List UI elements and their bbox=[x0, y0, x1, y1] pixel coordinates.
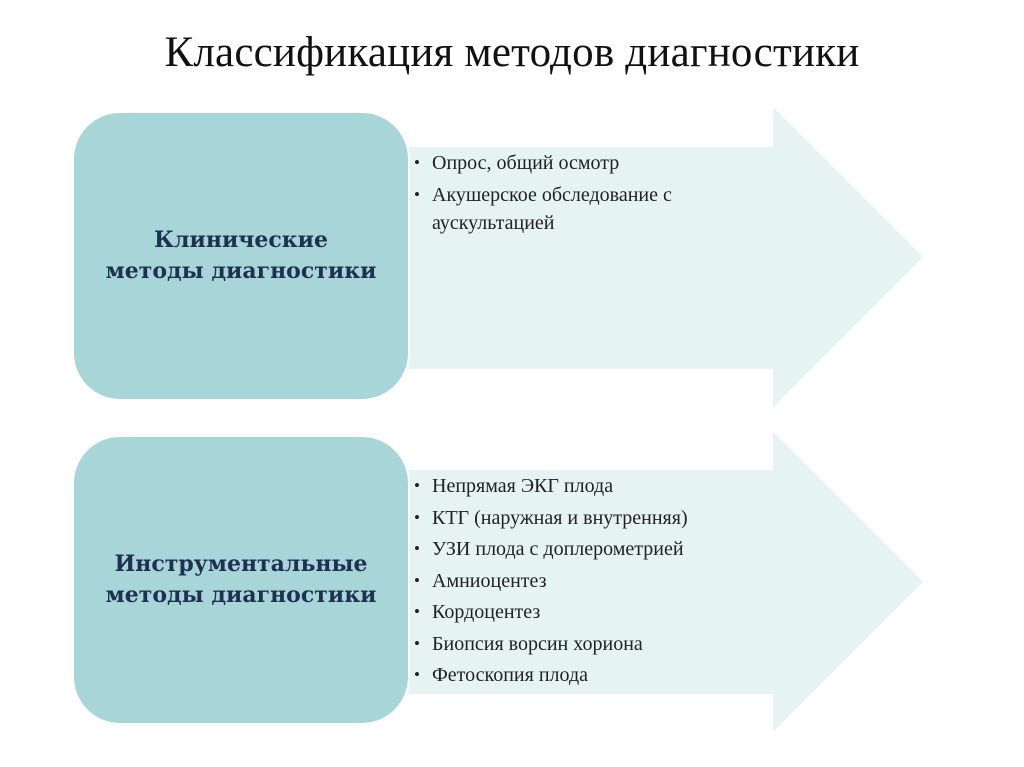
category-box: Инструментальные методы диагностики bbox=[72, 435, 410, 725]
group-instrumental: Инструментальные методы диагностики Непр… bbox=[0, 432, 1024, 732]
slide-title: Классификация методов диагностики bbox=[164, 29, 860, 76]
category-label: Инструментальные методы диагностики bbox=[105, 551, 377, 608]
group-clinical: Клинические методы диагностики Опрос, об… bbox=[0, 107, 1024, 407]
list-item: УЗИ плода с доплерометрией bbox=[410, 535, 780, 563]
list-item: Кордоцентез bbox=[410, 598, 780, 626]
category-box: Клинические методы диагностики bbox=[72, 111, 410, 401]
item-list: Непрямая ЭКГ плода КТГ (наружная и внутр… bbox=[410, 472, 780, 693]
list-item: КТГ (наружная и внутренняя) bbox=[410, 504, 780, 532]
list-item: Фетоскопия плода bbox=[410, 661, 780, 689]
list-item: Опрос, общий осмотр bbox=[410, 149, 780, 177]
category-label: Клинические методы диагностики bbox=[105, 227, 377, 284]
item-list: Опрос, общий осмотр Акушерское обследова… bbox=[410, 149, 780, 240]
list-item: Непрямая ЭКГ плода bbox=[410, 472, 780, 500]
list-item: Амниоцентез bbox=[410, 567, 780, 595]
list-item: Акушерское обследование с аускультацией bbox=[410, 181, 780, 237]
list-item: Биопсия ворсин хориона bbox=[410, 630, 780, 658]
